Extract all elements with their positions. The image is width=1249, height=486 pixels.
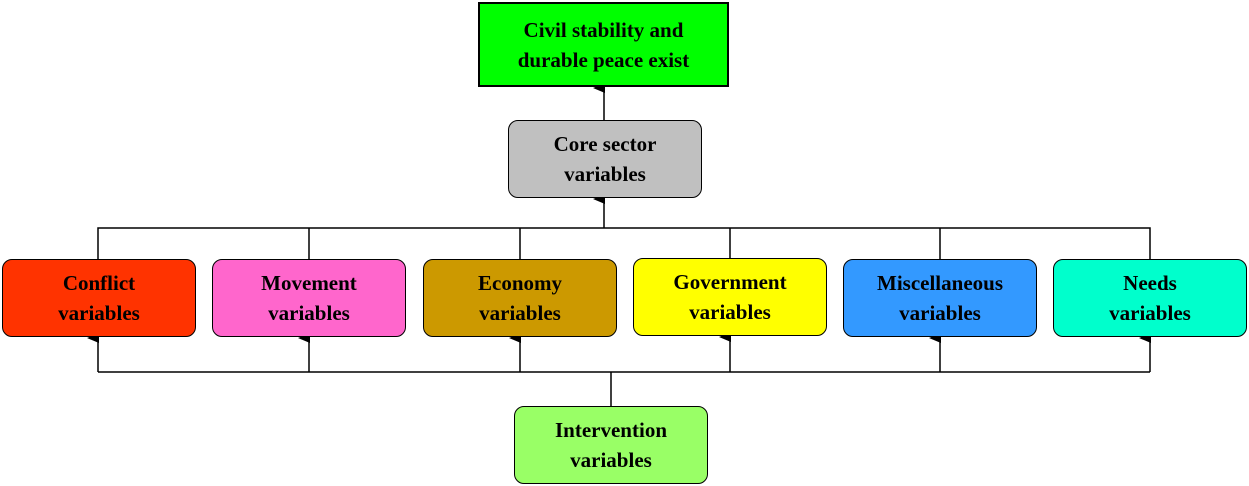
movement-node: Movement variables [212,259,406,337]
core-sector-node: Core sector variables [508,120,702,198]
needs-node: Needs variables [1053,259,1247,337]
edges-middle-to-core [97,194,1151,259]
goal-node: Civil stability and durable peace exist [478,2,729,87]
conflict-node: Conflict variables [2,259,196,337]
government-node: Government variables [633,258,827,336]
intervention-node: Intervention variables [514,406,708,484]
edges-intervention-to-middle [87,332,1151,406]
economy-node: Economy variables [423,259,617,337]
miscellaneous-node: Miscellaneous variables [843,259,1037,337]
